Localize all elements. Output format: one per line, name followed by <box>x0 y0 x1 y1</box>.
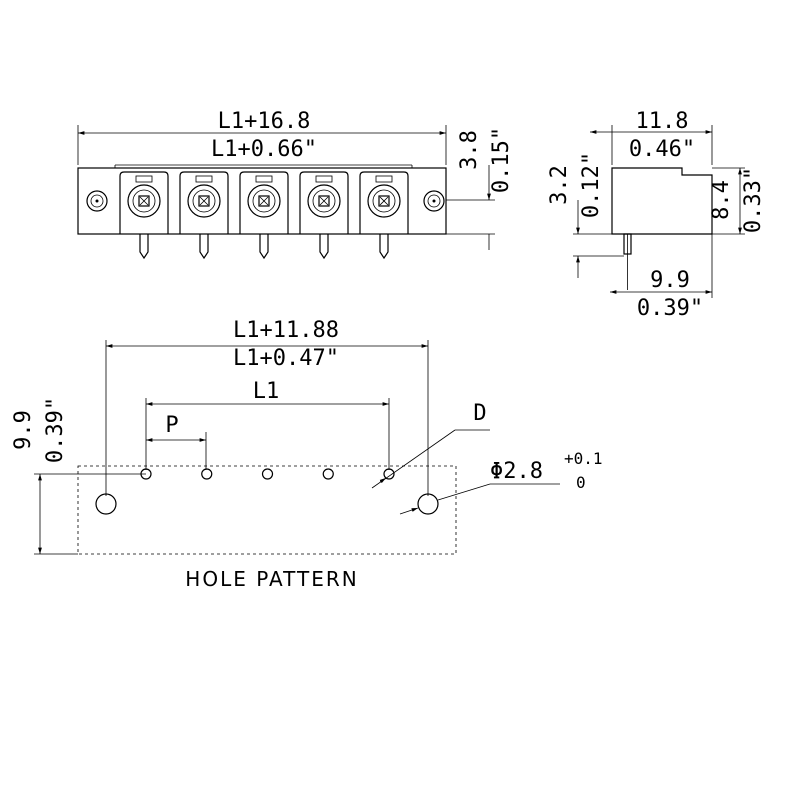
terminal <box>119 171 169 260</box>
left-mounting-hole <box>95 493 117 515</box>
pin-hole-row <box>140 468 395 480</box>
terminal-pin <box>199 234 209 260</box>
wire-entry <box>375 175 393 183</box>
wire-entry <box>135 175 153 183</box>
tolerance-minus: 0 <box>576 473 586 492</box>
pin-hole <box>261 468 274 480</box>
hole-pattern-view: L1+11.88 L1+0.47" L1 P 9.9 0.39" D <box>11 318 603 591</box>
terminal-housing <box>299 171 349 234</box>
side-view: 11.8 0.46" 3.2 0.12" 8.4 0.33" 9.9 0.39" <box>547 109 766 321</box>
front-total-mm: L1+16.8 <box>218 109 311 134</box>
terminal-screw-head <box>307 184 341 218</box>
side-width-mm: 11.8 <box>636 109 689 134</box>
right-flange-screw <box>423 190 445 212</box>
terminal-housing <box>239 171 289 234</box>
pitch-label: P <box>165 413 178 438</box>
screw-slot <box>258 195 270 207</box>
hole-diameter-label: Φ2.8 <box>490 459 543 484</box>
side-left-mm: 3.2 <box>547 165 572 205</box>
board-outline <box>77 465 457 555</box>
side-right-mm: 8.4 <box>709 180 734 220</box>
terminal <box>179 171 229 260</box>
terminal-row <box>119 171 409 260</box>
right-mounting-hole <box>417 493 439 515</box>
tolerance-plus: +0.1 <box>564 449 603 468</box>
side-right-in: 0.33" <box>741 167 766 233</box>
pin-hole <box>201 468 213 480</box>
screw-slot <box>378 195 390 207</box>
left-flange-screw <box>86 190 108 212</box>
hole-total-mm: L1+11.88 <box>233 318 339 343</box>
side-width-in: 0.46" <box>629 137 695 162</box>
terminal-pin <box>319 234 329 260</box>
terminal-housing <box>179 171 229 234</box>
wire-entry <box>315 175 333 183</box>
screw-slot <box>318 195 330 207</box>
terminal <box>359 171 409 260</box>
hole-vertical-in: 0.39" <box>43 397 68 463</box>
terminal-pin <box>259 234 269 260</box>
terminal <box>299 171 349 260</box>
pin-hole <box>140 468 152 480</box>
front-view: L1+16.8 L1+0.66" 3.8 0.15" <box>77 109 514 260</box>
front-body-outline <box>77 167 447 235</box>
side-body-outline <box>611 167 713 235</box>
front-total-in: L1+0.66" <box>211 137 317 162</box>
terminal-screw-head <box>187 184 221 218</box>
side-left-in: 0.12" <box>579 152 604 218</box>
terminal <box>239 171 289 260</box>
wire-entry <box>195 175 213 183</box>
terminal-screw-head <box>367 184 401 218</box>
screw-slot <box>198 195 210 207</box>
terminal-housing <box>119 171 169 234</box>
pin-hole <box>383 468 395 480</box>
pin-hole <box>322 468 334 480</box>
side-bottom-mm: 9.9 <box>650 268 690 293</box>
terminal-screw-head <box>247 184 281 218</box>
wire-entry <box>255 175 273 183</box>
hole-vertical-mm: 9.9 <box>11 410 36 450</box>
terminal-pin <box>139 234 149 260</box>
l1-label: L1 <box>253 379 280 404</box>
terminal-housing <box>359 171 409 234</box>
front-height-mm: 3.8 <box>457 130 482 170</box>
terminal-pin <box>379 234 389 260</box>
d-label: D <box>473 401 486 426</box>
front-height-in: 0.15" <box>489 127 514 193</box>
hole-pattern-title: HOLE PATTERN <box>185 567 358 591</box>
terminal-screw-head <box>127 184 161 218</box>
hole-total-in: L1+0.47" <box>233 346 339 371</box>
side-bottom-in: 0.39" <box>637 296 703 321</box>
screw-slot <box>138 195 150 207</box>
